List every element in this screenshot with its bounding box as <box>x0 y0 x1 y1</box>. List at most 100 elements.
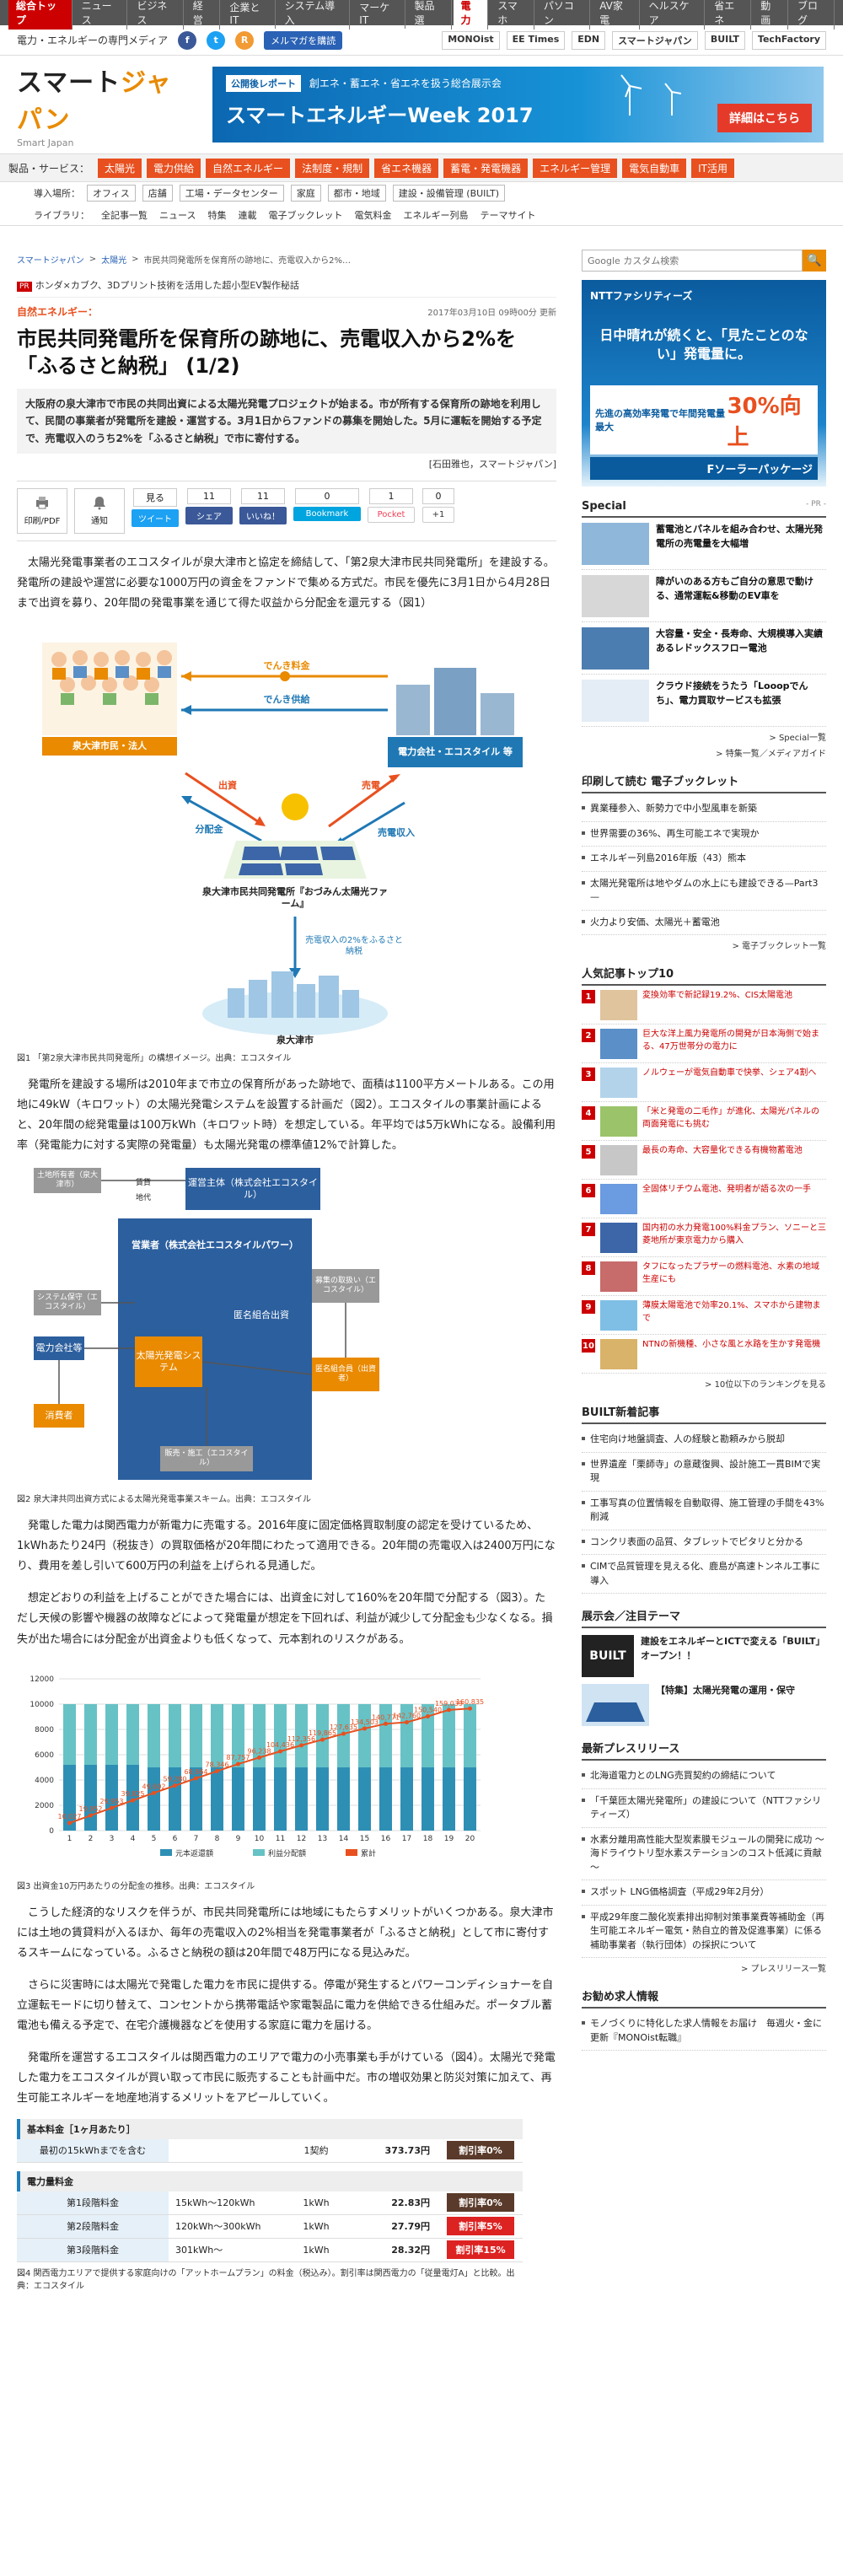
library-nav-item[interactable]: 特集 <box>207 209 227 221</box>
built-item[interactable]: 世界遺産「栗師寺」の意蔵復興、設計施工一貫BIMで実現 <box>582 1453 826 1492</box>
category-nav-item[interactable]: 電力供給 <box>147 158 201 178</box>
location-nav-item[interactable]: オフィス <box>87 185 136 202</box>
special-item[interactable]: クラウド接続をうたう「Looopでんち」、電力買取サービスも拡張 <box>582 675 826 727</box>
fb-share-button[interactable]: シェア <box>185 506 233 524</box>
twitter-icon[interactable]: t <box>207 30 226 50</box>
like-button[interactable]: いいね！ <box>239 506 287 524</box>
global-nav-item[interactable]: 電力 <box>453 0 489 30</box>
special-more-link[interactable]: > Special一覧 <box>769 734 826 743</box>
global-nav-item[interactable]: AV家電 <box>592 0 640 30</box>
special-item[interactable]: 大容量・安全・長寿命、大規模導入実績あるレドックスフロー電池 <box>582 622 826 675</box>
library-nav-item[interactable]: 電気料金 <box>354 209 392 221</box>
partner-link[interactable]: BUILT <box>704 30 745 50</box>
built-item[interactable]: 工事写真の位置情報を自動取得、施工管理の手間を43%削減 <box>582 1492 826 1530</box>
global-nav-item[interactable]: 省エネ <box>706 0 752 30</box>
library-nav-item[interactable]: 連載 <box>238 209 257 221</box>
global-nav-item[interactable]: 企業とIT <box>222 0 276 29</box>
built-item[interactable]: 住宅向け地盤調査、人の経験と勘頼みから脱却 <box>582 1428 826 1453</box>
category-nav-item[interactable]: 自然エネルギー <box>206 158 291 178</box>
press-item[interactable]: スポット LNG価格調査（平成29年2月分） <box>582 1880 826 1906</box>
tweet-button[interactable]: ツイート <box>132 508 179 527</box>
global-nav-item[interactable]: ビジネス <box>129 0 184 30</box>
press-item[interactable]: 水素分離用高性能大型炭素膜モジュールの開発に成功 ～海ドライウトリ型水素ステーシ… <box>582 1828 826 1880</box>
category-nav-item[interactable]: 電気自動車 <box>622 158 687 178</box>
special-more2-link[interactable]: > 特集一覧／メディアガイド <box>716 750 826 759</box>
category-nav-item[interactable]: 省エネ機器 <box>374 158 439 178</box>
booklet-more-link[interactable]: > 電子ブックレット一覧 <box>732 942 826 951</box>
hatena-button[interactable]: Bookmark <box>293 506 361 521</box>
sidebar-ad[interactable]: NTTファシリティーズ 日中晴れが続くと、「見たことのない」発電量に。 先進の高… <box>582 280 826 487</box>
site-logo[interactable]: スマートジャパン Smart Japan <box>17 62 194 148</box>
notify-button[interactable]: 通知 <box>74 487 125 534</box>
print-button[interactable]: 印刷/PDF <box>17 487 67 534</box>
library-nav-item[interactable]: テーマサイト <box>480 209 536 221</box>
partner-link[interactable]: EE Times <box>506 30 566 50</box>
expo-item-1[interactable]: BUILT 建設をエネルギーとICTで変える「BUILT」オープン！！ <box>582 1635 826 1677</box>
press-item[interactable]: 北海道電力とのLNG売買契約の締結について <box>582 1764 826 1789</box>
header-banner-ad[interactable]: 公開後レポート 創エネ・蓄エネ・省エネを扱う総合展示会 スマートエネルギーWee… <box>212 67 824 143</box>
global-nav-item[interactable]: 製品選 <box>407 0 452 30</box>
breadcrumb-item[interactable]: スマートジャパン <box>17 255 84 266</box>
pocket-button[interactable]: Pocket <box>368 506 415 523</box>
global-nav-item[interactable]: システム導入 <box>277 0 351 30</box>
global-nav-item[interactable]: 経営 <box>185 0 221 30</box>
category-nav-item[interactable]: 太陽光 <box>98 158 142 178</box>
banner-cta-button[interactable]: 詳細はこちら <box>717 104 812 132</box>
booklet-item[interactable]: 世界需要の36%、再生可能エネで実現か <box>582 822 826 847</box>
built-item[interactable]: CIMで品質管理を見える化、鹿島が高速トンネル工事に導入 <box>582 1555 826 1594</box>
category-nav-item[interactable]: IT活用 <box>691 158 735 178</box>
location-nav-item[interactable]: 建設・設備管理 (BUILT) <box>392 185 506 202</box>
location-nav-item[interactable]: 家庭 <box>290 185 321 202</box>
partner-link[interactable]: EDN <box>572 30 606 50</box>
partner-link[interactable]: TechFactory <box>751 30 826 50</box>
global-nav-item[interactable]: 総合トップ <box>8 0 72 30</box>
global-nav-item[interactable]: ブログ <box>790 0 835 30</box>
library-nav-item[interactable]: 電子ブックレット <box>268 209 343 221</box>
partner-link[interactable]: MONOist <box>442 30 500 50</box>
booklet-item[interactable]: 太陽光発電所は地やダムの水上にも建設できる—Part3— <box>582 872 826 911</box>
article-category[interactable]: 自然エネルギー： <box>17 306 99 318</box>
job-item[interactable]: モノづくりに特化した求人情報をお届け 毎週火・金に更新『MONOist転職』 <box>582 2012 826 2051</box>
ranking-item[interactable]: 4「米と発電の二毛作」が進化、太陽光パネルの両面発電にも挑む <box>582 1102 826 1141</box>
location-nav-item[interactable]: 都市・地域 <box>327 185 386 202</box>
category-nav-item[interactable]: 法制度・規制 <box>295 158 370 178</box>
special-item[interactable]: 障がいのある方もご自分の意思で動ける、通常運転&移動のEV車を <box>582 570 826 622</box>
press-item[interactable]: 「千葉匝太陽光発電所」の建設について（NTTファシリティーズ） <box>582 1789 826 1828</box>
partner-link[interactable]: スマートジャパン <box>612 30 698 50</box>
special-item[interactable]: 蓄電池とパネルを組み合わせ、太陽光発電所の売電量を大幅増 <box>582 518 826 570</box>
breadcrumb-item[interactable]: 太陽光 <box>101 255 127 266</box>
gplus-button[interactable]: +1 <box>422 506 454 523</box>
rss-icon[interactable]: R <box>235 30 255 50</box>
global-nav-item[interactable]: スマホ <box>490 0 534 30</box>
booklet-item[interactable]: 異業種参入、新勢力で中小型風車を新築 <box>582 797 826 822</box>
ranking-more-link[interactable]: > 10位以下のランキングを見る <box>705 1380 826 1390</box>
category-nav-item[interactable]: エネルギー管理 <box>533 158 618 178</box>
expo-item-2[interactable]: 【特集】太陽光発電の運用・保守 <box>582 1684 826 1726</box>
location-nav-item[interactable]: 工場・データセンター <box>179 185 284 202</box>
global-nav-item[interactable]: パソコン <box>536 0 591 30</box>
search-icon[interactable]: 🔍 <box>803 250 826 272</box>
global-nav-item[interactable]: ヘルスケア <box>642 0 706 30</box>
library-nav-item[interactable]: 全記事一覧 <box>101 209 148 221</box>
press-item[interactable]: 平成29年度二酸化炭素排出抑制対策事業費等補助金（再生可能エネルギー電気・熱自立… <box>582 1906 826 1958</box>
booklet-item[interactable]: エネルギー列島2016年版（43）熊本 <box>582 847 826 872</box>
library-nav-item[interactable]: ニュース <box>159 209 196 221</box>
library-nav-item[interactable]: エネルギー列島 <box>403 209 469 221</box>
built-item[interactable]: コンクリ表面の品質、タブレットでピタリと分かる <box>582 1530 826 1555</box>
search-input[interactable] <box>582 250 803 272</box>
global-nav-item[interactable]: 動画 <box>753 0 788 30</box>
press-more-link[interactable]: > プレスリリース一覧 <box>740 1965 826 1974</box>
facebook-icon[interactable]: f <box>178 30 197 50</box>
global-nav-item[interactable]: ニュース <box>74 0 128 30</box>
category-nav-item[interactable]: 蓄電・発電機器 <box>443 158 529 178</box>
